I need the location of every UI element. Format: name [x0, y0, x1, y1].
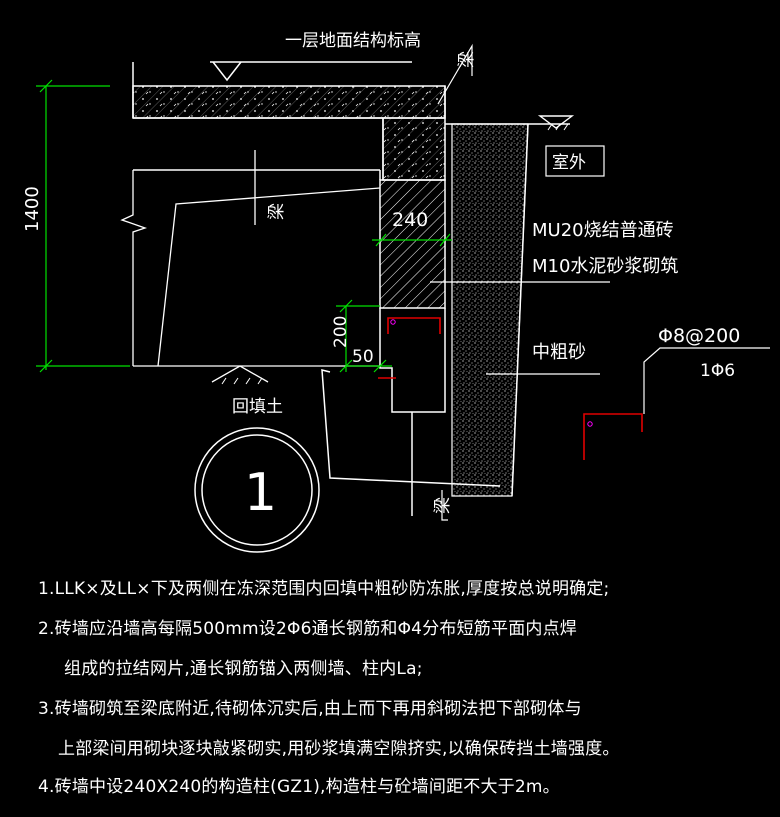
floor-slab — [132, 85, 446, 119]
sand-fill — [451, 123, 529, 497]
outdoor-label-box — [545, 145, 605, 177]
dim-200-label: 200 — [331, 316, 351, 348]
slab-lines — [132, 62, 384, 180]
outdoor-grade-symbol — [537, 115, 575, 131]
dim-50-label: 50 — [352, 347, 374, 367]
rebar-in-wall — [378, 317, 643, 460]
outdoor-label: 室外 — [552, 153, 586, 173]
wall-thickness-label: 240 — [392, 209, 428, 231]
leader-lines — [430, 43, 610, 521]
note-2-cont: 组成的拉结网片,通长钢筋锚入两侧墙、柱内La; — [64, 659, 423, 679]
brick-spec-line1: MU20烧结普通砖 — [532, 220, 674, 241]
note-1: 1.LLK×及LL×下及两侧在冻深范围内回填中粗砂防冻胀,厚度按总说明确定; — [38, 579, 610, 599]
sand-label: 中粗砂 — [532, 342, 586, 363]
beam-sketch — [120, 150, 381, 367]
height-dimension-label: 1400 — [22, 186, 43, 232]
grade-beam — [382, 86, 446, 181]
note-2: 2.砖墙应沿墙高每隔500mm设2Φ6通长钢筋和Φ4分布短筋平面内点焊 — [38, 619, 577, 639]
ground-line — [321, 123, 570, 516]
note-3-cont: 上部梁间用砌块逐块敲紧砌实,用砂浆填满空隙挤实,以确保砖挡土墙强度。 — [58, 739, 620, 759]
beam-label-bottom: 梁 — [433, 497, 453, 514]
note-4: 4.砖墙中设240X240的构造柱(GZ1),构造柱与砼墙间距不大于2m。 — [38, 777, 560, 797]
beam-label-mid: 梁 — [267, 203, 287, 220]
rebar-spec-bottom: 1Φ6 — [700, 361, 735, 381]
detail-number-bubble — [194, 427, 320, 553]
brick-spec-line2: M10水泥砂浆砌筑 — [532, 256, 678, 277]
detail-number: 1 — [244, 463, 277, 523]
note-3: 3.砖墙砌筑至梁底附近,待砌体沉实后,由上而下再用斜砌法把下部砌体与 — [38, 699, 582, 719]
dimension-lines — [36, 79, 452, 373]
rebar-leader — [643, 347, 770, 414]
brick-wall — [379, 179, 446, 309]
rebar-spec-top: Φ8@200 — [658, 325, 740, 347]
floor-level-marker — [210, 61, 412, 82]
beam-label-top: 梁 — [457, 51, 477, 68]
backfill-label: 回填土 — [232, 397, 283, 417]
rebar-markers — [390, 319, 593, 427]
lower-beam — [379, 308, 446, 413]
backfill-symbol — [211, 365, 269, 385]
floor-level-label: 一层地面结构标高 — [285, 31, 421, 51]
